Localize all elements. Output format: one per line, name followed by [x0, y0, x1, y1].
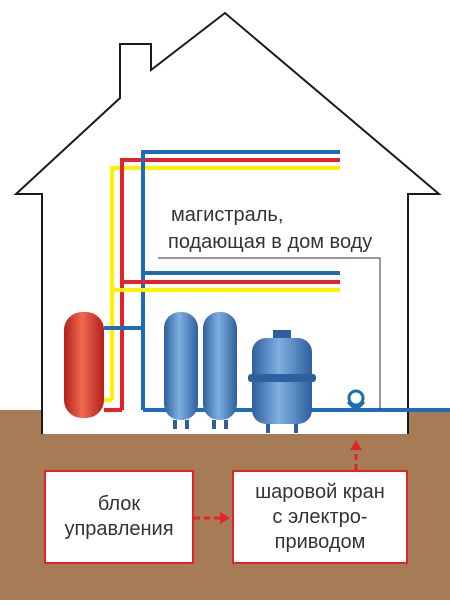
label-leader-line [158, 257, 381, 410]
accumulator-cap [273, 330, 291, 339]
accumulator-leg-left [266, 424, 270, 433]
control-unit-line1: блок [97, 493, 141, 515]
filter-tank-2 [203, 312, 237, 420]
filter-tank-1-leg-left [173, 420, 177, 429]
house-chimney-fill [120, 44, 151, 98]
ball-valve-line1: шаровой кран [255, 480, 385, 503]
filter-tank-1-leg-right [185, 420, 189, 429]
filter-tank-2-leg-right [224, 420, 228, 429]
control-line-valve [350, 440, 362, 470]
ball-valve-line2: с электро- [272, 505, 368, 528]
mains-label-line1: магистраль, [171, 204, 284, 226]
ball-valve-icon [346, 389, 366, 413]
accumulator-leg-right [294, 424, 298, 433]
house-outline [13, 11, 442, 434]
control-unit-box: блок управления [44, 470, 194, 564]
control-unit-line2: управления [64, 518, 174, 540]
water-heater-boiler [64, 312, 104, 418]
ball-valve-box: шаровой кран с электро- приводом [232, 470, 408, 564]
mains-label-line2: подающая в дом воду [168, 231, 373, 253]
filter-tank-2-leg-left [212, 420, 216, 429]
pipe-blue-upper [141, 150, 340, 410]
filter-tank-1 [164, 312, 198, 420]
control-line-between-boxes [194, 512, 230, 524]
pipe-yellow-upper [110, 166, 340, 400]
accumulator-band [248, 374, 316, 382]
ball-valve-line3: приводом [274, 530, 366, 553]
